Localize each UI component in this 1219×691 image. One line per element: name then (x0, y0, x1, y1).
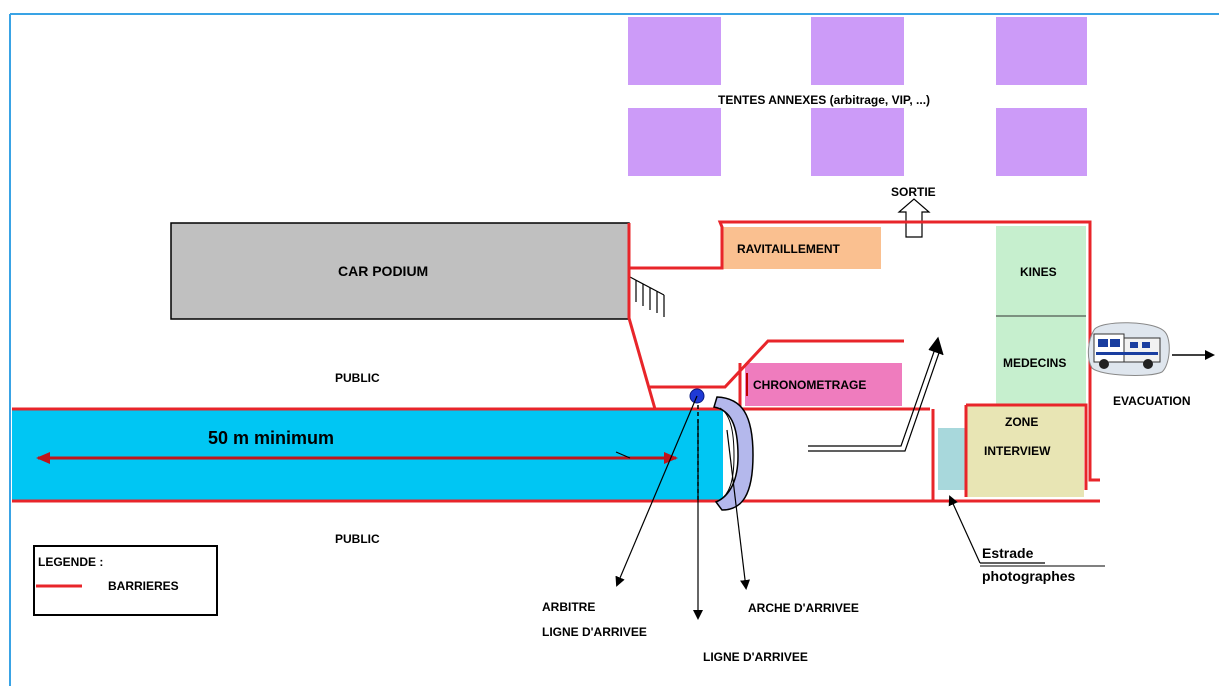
public-bottom-label: PUBLIC (335, 532, 380, 546)
zone-interview-label-line2: INTERVIEW (984, 444, 1051, 458)
kines-zone (996, 226, 1086, 316)
barrier-ravito-upper (629, 220, 1100, 482)
tent-2 (811, 17, 904, 85)
legend-title: LEGENDE : (38, 555, 103, 569)
finish-arch (713, 396, 754, 511)
ravitaillement-label: RAVITAILLEMENT (737, 242, 841, 256)
estrade-label-line1: Estrade (982, 545, 1034, 561)
estrade-photographes (938, 428, 966, 490)
legend-barrier-label: BARRIERES (108, 579, 179, 593)
exit-label: SORTIE (891, 185, 936, 199)
distance-label: 50 m minimum (208, 428, 334, 448)
car-podium-label: CAR PODIUM (338, 263, 428, 279)
tent-1 (628, 17, 721, 85)
finish-arch-shape (713, 396, 754, 511)
zone-interview-label-line1: ZONE (1005, 415, 1038, 429)
exit-arrow-icon (897, 198, 931, 238)
podium-stairs (629, 276, 665, 317)
chronometrage-label: CHRONOMETRAGE (753, 378, 866, 392)
medecins-label: MEDECINS (1003, 356, 1066, 370)
estrade-pointer-diagonal (948, 495, 981, 564)
annex-tents (628, 17, 1087, 176)
barrier-chrono (650, 339, 904, 389)
estrade-label-line2: photographes (982, 568, 1076, 584)
arche-pointer (726, 429, 751, 590)
ambulance-icon (1087, 322, 1170, 376)
zone-interview (966, 405, 1084, 497)
tent-4 (628, 108, 721, 176)
car-podium (170, 222, 630, 320)
tent-3 (996, 17, 1087, 85)
tent-6 (996, 108, 1087, 176)
finish-arch-inner (719, 407, 735, 501)
arche-label: ARCHE D'ARRIVEE (748, 601, 859, 615)
ravitaillement-zone (722, 227, 881, 269)
barrier-public-diagonal (627, 223, 657, 410)
public-top-label: PUBLIC (335, 371, 380, 385)
tent-5 (811, 108, 904, 176)
legend-box (33, 545, 218, 616)
tents-label: TENTES ANNEXES (arbitrage, VIP, ...) (718, 93, 930, 107)
barrier-interview-top (966, 403, 1088, 490)
medecins-zone (996, 316, 1086, 406)
distance-inner-tick (615, 451, 631, 459)
route-arrow (808, 336, 944, 452)
kines-label: KINES (1020, 265, 1057, 279)
chronometrage-zone (745, 363, 902, 406)
ligne-arrivee-label-1: LIGNE D'ARRIVEE (542, 625, 647, 639)
ligne-arrivee-label-2: LIGNE D'ARRIVEE (703, 650, 808, 664)
evacuation-label: EVACUATION (1113, 394, 1191, 408)
legend: LEGENDE : BARRIERES (33, 545, 218, 616)
arbitre-label: ARBITRE (542, 600, 595, 614)
finish-straight-track (12, 409, 723, 501)
arbitre-pointer (615, 395, 698, 587)
